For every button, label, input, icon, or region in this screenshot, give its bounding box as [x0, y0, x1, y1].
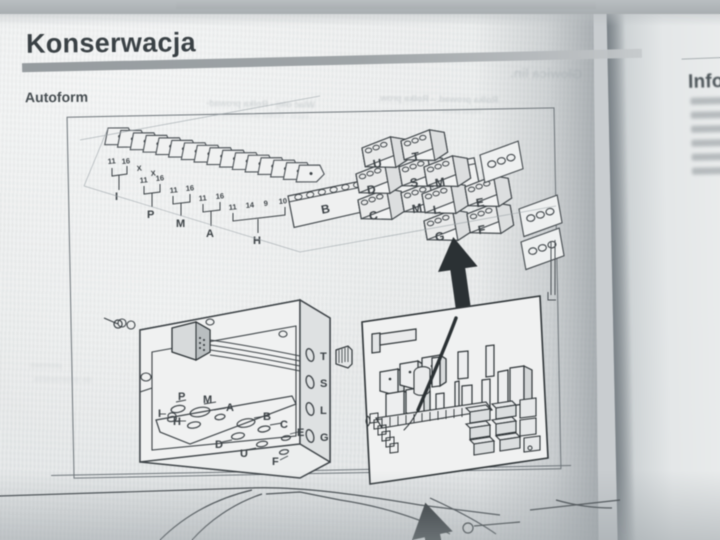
- photo-vignette-top: [0, 0, 720, 26]
- svg-text:C: C: [280, 419, 288, 431]
- svg-text:T: T: [320, 351, 327, 363]
- svg-text:16: 16: [215, 191, 224, 201]
- svg-text:E: E: [297, 427, 304, 439]
- svg-text:X: X: [136, 164, 142, 173]
- svg-text:G: G: [320, 432, 329, 444]
- svg-text:F: F: [272, 456, 279, 468]
- plug-connector: [335, 345, 353, 369]
- svg-text:14: 14: [245, 200, 255, 210]
- svg-text:I: I: [158, 408, 161, 420]
- svg-text:9: 9: [263, 199, 268, 208]
- fuse-strip: [104, 123, 327, 188]
- svg-text:10: 10: [278, 196, 287, 206]
- svg-text:A: A: [226, 402, 234, 414]
- svg-text:11: 11: [228, 202, 237, 212]
- photo-vignette-bottom: [0, 470, 720, 540]
- svg-text:16: 16: [185, 183, 194, 193]
- svg-text:11: 11: [107, 156, 116, 166]
- svg-text:11: 11: [198, 193, 207, 203]
- svg-text:H: H: [173, 416, 181, 428]
- svg-text:H: H: [253, 235, 261, 247]
- svg-text:M: M: [176, 218, 185, 230]
- housing-box: [103, 298, 331, 479]
- svg-text:P: P: [178, 391, 185, 403]
- fuse-group-letter-labels: I P M A H: [115, 191, 261, 247]
- svg-text:D: D: [215, 439, 223, 451]
- svg-text:U: U: [240, 448, 248, 460]
- svg-text:S: S: [320, 378, 327, 390]
- svg-text:A: A: [206, 228, 214, 240]
- svg-text:I: I: [115, 191, 118, 203]
- svg-text:L: L: [320, 405, 327, 417]
- svg-text:M: M: [203, 394, 212, 406]
- svg-text:11: 11: [139, 175, 148, 185]
- up-arrow-top: [433, 234, 484, 312]
- svg-text:16: 16: [121, 156, 130, 166]
- svg-text:B: B: [263, 411, 271, 423]
- svg-text:11: 11: [169, 185, 178, 195]
- side-plate-1: [478, 140, 525, 184]
- svg-text:16: 16: [155, 173, 164, 183]
- svg-text:P: P: [147, 209, 154, 221]
